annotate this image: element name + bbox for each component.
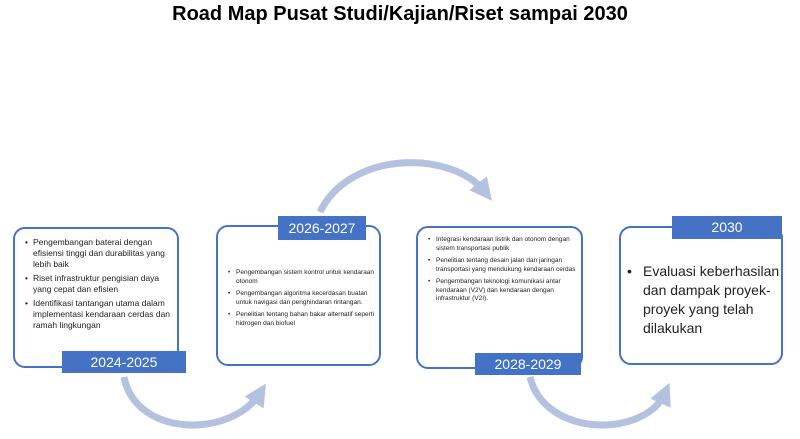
phase-item-list: Integrasi kendaraan listrik dan otonom d… bbox=[418, 236, 581, 304]
period-label-2026-2027: 2026-2027 bbox=[278, 216, 366, 240]
period-label-2030: 2030 bbox=[672, 216, 782, 239]
phase-item-list: Pengembangan sistem kontrol untuk kendar… bbox=[218, 269, 379, 328]
period-label-2024-2025: 2024-2025 bbox=[62, 351, 186, 373]
phase-item: Riset infrastruktur pengisian daya yang … bbox=[25, 273, 177, 295]
phase-box-2030: Evaluasi keberhasilan dan dampak proyek-… bbox=[619, 226, 783, 365]
page-title: Road Map Pusat Studi/Kajian/Riset sampai… bbox=[172, 3, 628, 25]
arrow-curve-1 bbox=[120, 376, 266, 429]
phase-box-2024-2025: Pengembangan baterai dengan efisiensi ti… bbox=[13, 227, 179, 368]
phase-item: Pengembangan teknologi komunikasi antar … bbox=[428, 278, 581, 304]
phase-box-2026-2027: Pengembangan sistem kontrol untuk kendar… bbox=[216, 225, 381, 366]
phase-item: Evaluasi keberhasilan dan dampak proyek-… bbox=[627, 262, 781, 338]
phase-item-list: Evaluasi keberhasilan dan dampak proyek-… bbox=[621, 262, 781, 338]
phase-item: Pengembangan algoritma kecerdasan buatan… bbox=[228, 290, 379, 307]
phase-item: Pengembangan baterai dengan efisiensi ti… bbox=[25, 237, 177, 270]
phase-box-2028-2029: Integrasi kendaraan listrik dan otonom d… bbox=[416, 226, 583, 369]
arrow-curve-2 bbox=[316, 159, 492, 214]
phase-item: Identifikasi tantangan utama dalam imple… bbox=[25, 298, 177, 331]
phase-item: Penelitian tentang desain jalan dan jari… bbox=[428, 257, 581, 274]
arrow-curve-3 bbox=[526, 375, 671, 429]
phase-item: Integrasi kendaraan listrik dan otonom d… bbox=[428, 236, 581, 253]
phase-item: Pengembangan sistem kontrol untuk kendar… bbox=[228, 269, 379, 286]
period-label-2028-2029: 2028-2029 bbox=[475, 353, 581, 375]
phase-item-list: Pengembangan baterai dengan efisiensi ti… bbox=[15, 237, 177, 331]
phase-item: Penelitian tentang bahan bakar alternati… bbox=[228, 311, 379, 328]
